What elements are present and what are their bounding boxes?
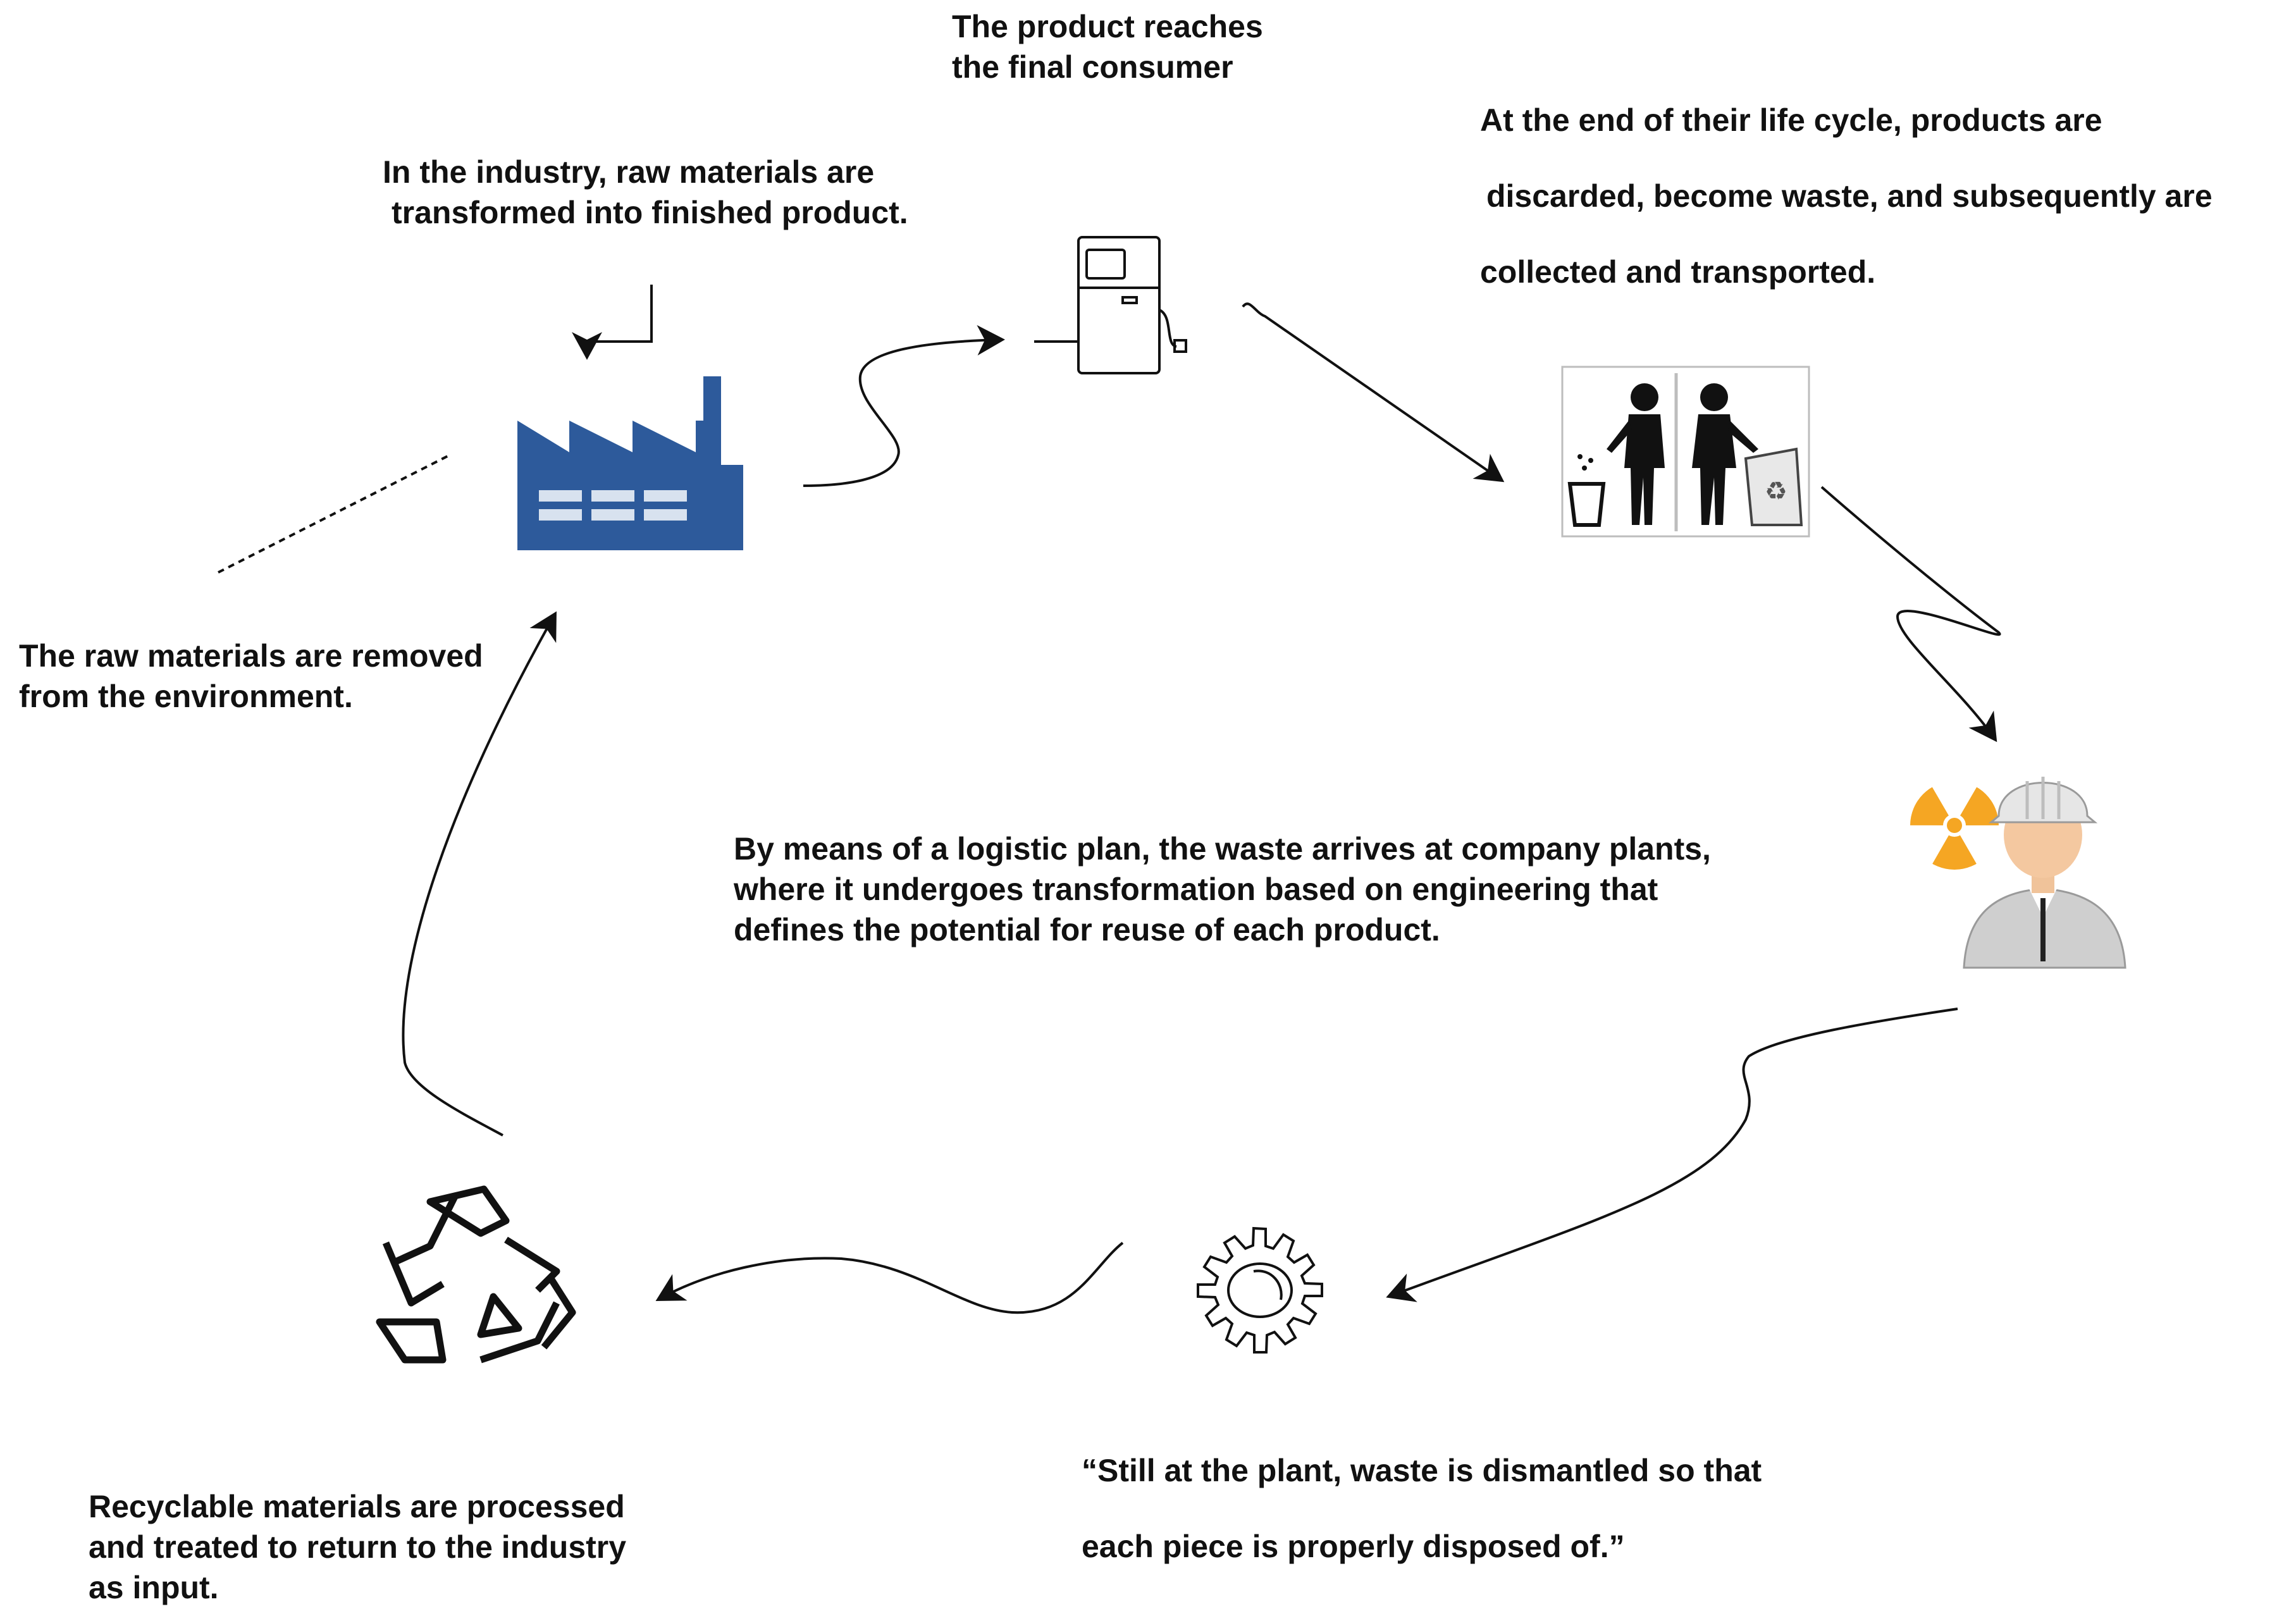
arrow-label-to-factory [572,285,653,360]
label-line: and treated to return to the industry [89,1529,627,1565]
dashed-environment-line [218,454,450,574]
label-line: from the environment. [19,679,353,714]
engineer-radiation-icon [1909,777,2126,969]
label-end-of-life: At the end of their life cycle, products… [1480,82,2213,310]
label-recycle: Recyclable materials are processed and t… [89,1486,626,1608]
label-line: discarded, become waste, and subsequentl… [1486,178,2213,214]
arrow-waste-to-engineer [1820,486,2001,743]
label-industry: In the industry, raw materials are trans… [383,152,908,233]
label-raw-materials: The raw materials are removed from the e… [19,636,483,717]
label-line: By means of a logistic plan, the waste a… [734,831,1711,867]
label-dismantle: “Still at the plant, waste is dismantled… [1082,1433,1762,1584]
label-logistic: By means of a logistic plan, the waste a… [734,829,1711,950]
refrigerator-icon [1034,236,1187,374]
label-consumer: The product reaches the final consumer [952,6,1263,87]
gear-icon [1197,1226,1323,1354]
label-line: each piece is properly disposed of.” [1082,1529,1625,1564]
factory-icon [517,376,743,550]
label-line: where it undergoes transformation based … [734,872,1658,907]
arrow-factory-to-consumer [803,324,1005,487]
svg-text:♻: ♻ [1765,477,1787,506]
arrow-engineer-to-gear [1386,1008,1958,1302]
label-line: The product reaches [952,9,1263,44]
label-line: defines the potential for reuse of each … [734,912,1440,947]
label-line: collected and transported. [1480,254,1876,290]
label-line: Recyclable materials are processed [89,1489,625,1524]
label-line: the final consumer [952,49,1233,85]
label-line: At the end of their life cycle, products… [1480,102,2102,138]
label-line: The raw materials are removed [19,638,483,674]
label-line: In the industry, raw materials are [383,154,875,190]
arrow-recycle-to-factory [402,611,557,1137]
arrow-consumer-to-waste [1242,302,1505,483]
recycle-icon [376,1185,576,1364]
label-line: as input. [89,1570,219,1605]
arrow-gear-to-recycle [655,1242,1124,1314]
connectors [218,285,2001,1314]
label-line: transformed into finished product. [392,195,908,230]
waste-disposal-icon: ♻ [1561,366,1810,538]
label-line: “Still at the plant, waste is dismantled… [1082,1453,1762,1488]
